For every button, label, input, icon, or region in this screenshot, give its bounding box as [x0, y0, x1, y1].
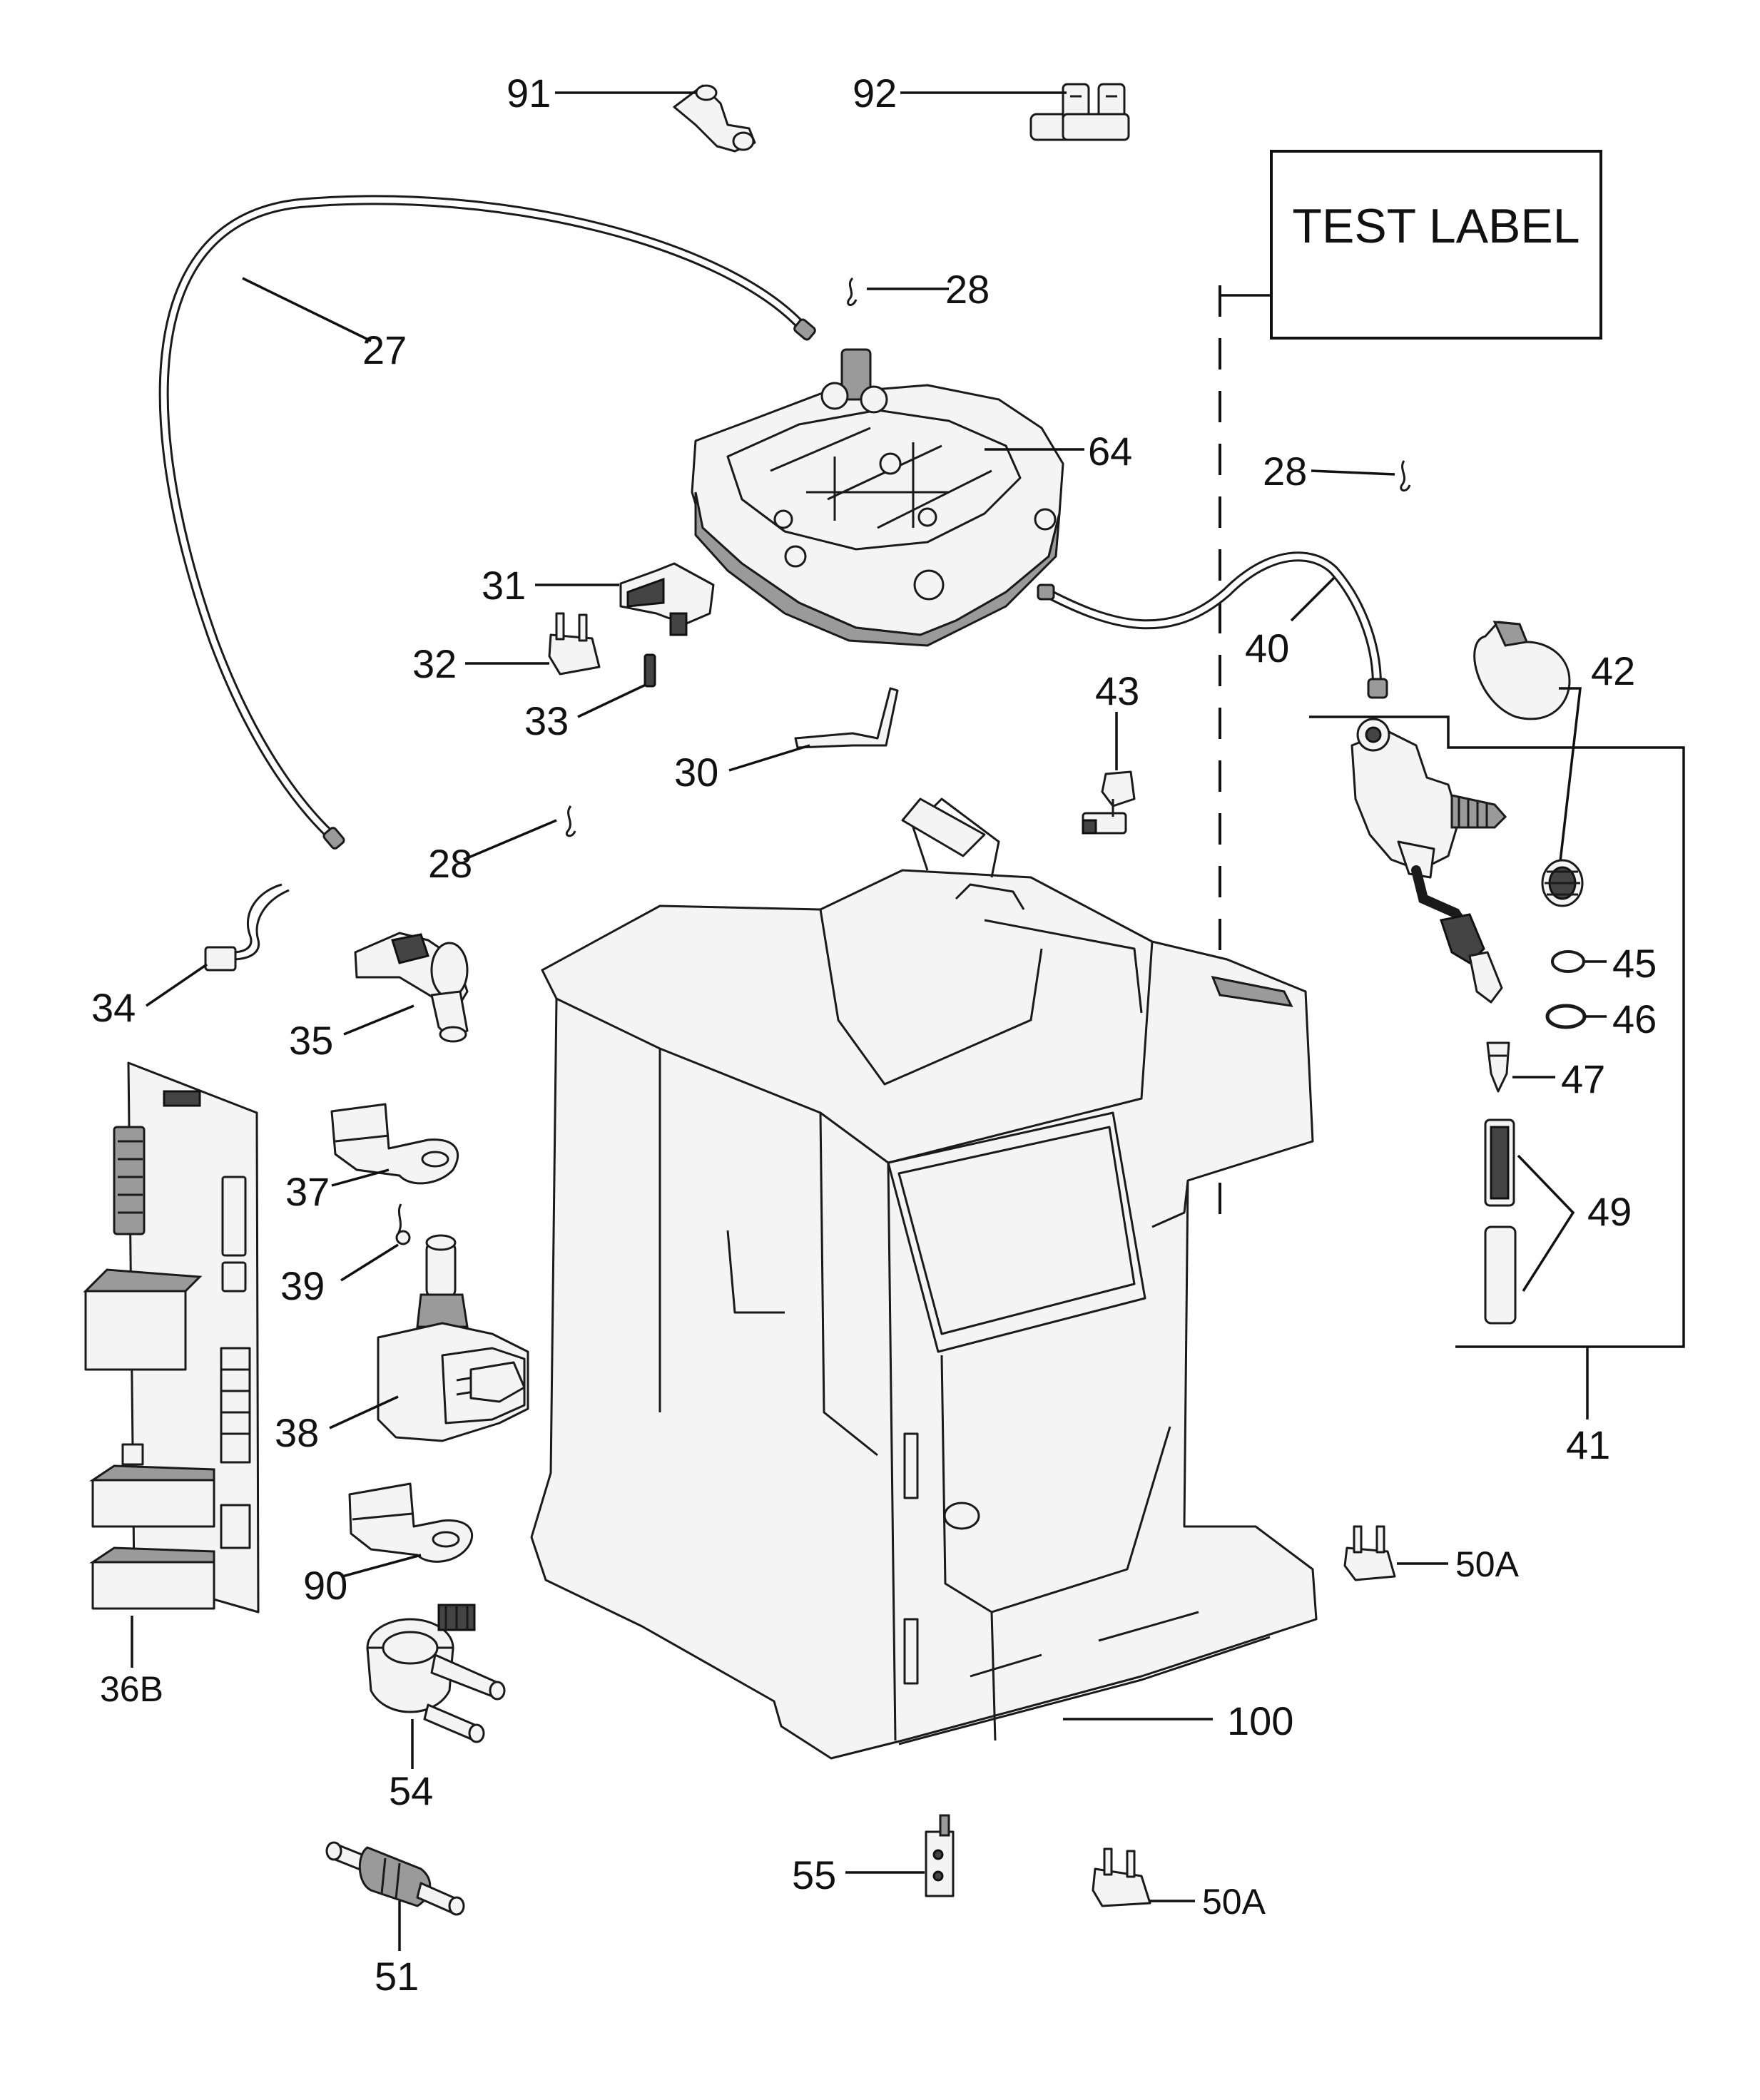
part-28-clip-left	[565, 805, 576, 837]
part-spring-coil	[1541, 859, 1584, 907]
part-100-main-frame	[530, 797, 1318, 1760]
part-45-o-ring	[1551, 950, 1585, 973]
callout-46: 46	[1612, 997, 1657, 1041]
callout-28-left: 28	[428, 841, 472, 886]
part-40-thin-tube	[1037, 551, 1388, 699]
callout-28-right: 28	[1263, 449, 1307, 494]
part-33-spring	[644, 653, 656, 688]
part-36b-circuit-board	[83, 1061, 260, 1614]
callout-38: 38	[275, 1410, 319, 1455]
callout-92: 92	[853, 71, 897, 116]
part-54-flow-meter	[366, 1604, 506, 1743]
callout-40: 40	[1245, 626, 1289, 671]
callout-30: 30	[674, 750, 718, 795]
callout-100: 100	[1227, 1698, 1293, 1743]
part-50a-connector-bottom	[1092, 1847, 1151, 1907]
part-47-nozzle-tip	[1486, 1041, 1510, 1093]
part-30-bent-rod	[794, 687, 899, 749]
part-49-steam-tubes	[1484, 1118, 1517, 1325]
part-42-steam-knob	[1473, 621, 1571, 720]
part-43-microswitch	[1082, 770, 1136, 835]
part-32-microswitch	[548, 612, 601, 676]
callout-37: 37	[285, 1169, 330, 1214]
part-34-thermal-sensor	[204, 883, 290, 972]
callout-34: 34	[91, 985, 136, 1030]
callout-41: 41	[1566, 1422, 1610, 1467]
callout-28-top: 28	[945, 267, 990, 312]
part-28-clip-top	[847, 277, 858, 306]
callout-27: 27	[362, 327, 407, 372]
callout-45: 45	[1612, 941, 1657, 986]
part-92-t-connector	[1029, 83, 1130, 141]
callout-31: 31	[482, 563, 526, 608]
test-label-text: TEST LABEL	[1292, 199, 1580, 253]
callout-32: 32	[412, 641, 457, 686]
part-28-clip-right	[1400, 460, 1411, 491]
callout-35: 35	[289, 1018, 333, 1063]
part-55-microswitch	[925, 1814, 955, 1897]
callout-47: 47	[1561, 1056, 1605, 1101]
part-31-switch-holder	[619, 562, 715, 636]
part-39-clip	[395, 1203, 411, 1245]
callout-55: 55	[792, 1852, 836, 1897]
part-41-steam-valve	[1350, 718, 1507, 1004]
part-51-inline-filter	[325, 1841, 465, 1916]
part-38-pump	[377, 1234, 529, 1442]
part-64-reservoir-housing	[691, 348, 1064, 647]
callout-49: 49	[1587, 1189, 1632, 1234]
part-90-pump-bracket	[348, 1482, 474, 1563]
part-91-elbow-fitting	[673, 84, 756, 153]
part-46-o-ring	[1545, 1004, 1587, 1029]
callout-43: 43	[1095, 668, 1139, 713]
callout-50a-right: 50A	[1455, 1544, 1520, 1584]
callout-42: 42	[1591, 648, 1635, 693]
part-37-bracket	[330, 1103, 459, 1185]
callout-64: 64	[1088, 429, 1132, 474]
callout-36b: 36B	[100, 1669, 163, 1709]
callout-90: 90	[303, 1563, 347, 1608]
callout-39: 39	[280, 1263, 325, 1308]
part-35-solenoid-valve	[354, 932, 469, 1043]
callout-91: 91	[507, 71, 551, 116]
part-50a-connector-right	[1343, 1525, 1396, 1581]
callout-33: 33	[524, 698, 569, 743]
callout-54: 54	[389, 1768, 433, 1813]
part-27-tube	[158, 195, 816, 850]
test-label-box: TEST LABEL	[1220, 150, 1602, 340]
callout-51: 51	[375, 1954, 419, 1999]
callout-50a-bottom: 50A	[1202, 1882, 1266, 1922]
